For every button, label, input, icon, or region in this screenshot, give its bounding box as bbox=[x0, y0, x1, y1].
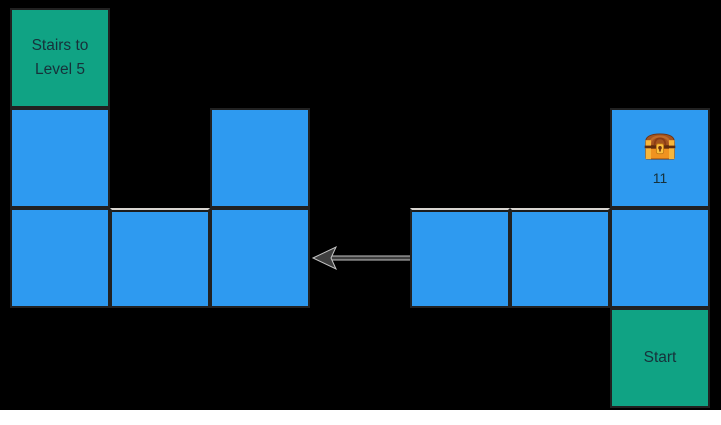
treasure-cell[interactable]: 11 bbox=[610, 108, 710, 208]
path-cell[interactable] bbox=[110, 208, 210, 308]
path-cell[interactable] bbox=[210, 208, 310, 308]
path-cell[interactable] bbox=[210, 108, 310, 208]
path-cell[interactable] bbox=[10, 108, 110, 208]
start-cell-label: Start bbox=[643, 349, 677, 366]
stairs-cell-label: Stairs to Level 5 bbox=[31, 37, 89, 78]
movement-arrow-left-icon bbox=[311, 245, 412, 271]
treasure-cell-label: 11 bbox=[652, 170, 668, 186]
path-cell[interactable] bbox=[610, 208, 710, 308]
treasure-chest-icon bbox=[642, 131, 678, 162]
path-cell[interactable] bbox=[410, 208, 510, 308]
stairs-cell[interactable]: Stairs to Level 5 bbox=[10, 8, 110, 108]
path-cell[interactable] bbox=[510, 208, 610, 308]
path-cell[interactable] bbox=[10, 208, 110, 308]
start-cell[interactable]: Start bbox=[610, 308, 710, 408]
